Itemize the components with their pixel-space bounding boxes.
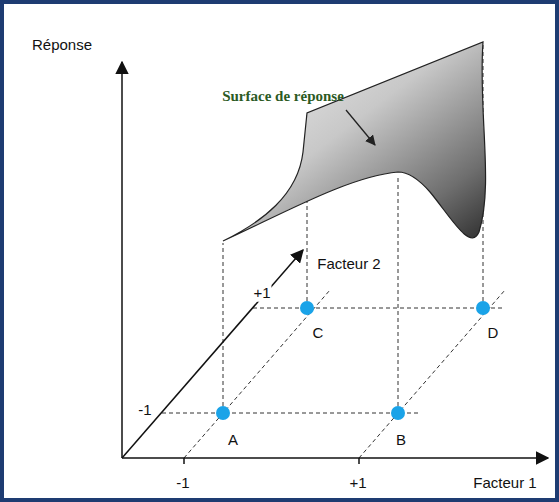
point-label: A: [227, 432, 239, 449]
callout-label: Surface de réponse: [221, 88, 345, 105]
axis-title: Facteur 2: [316, 256, 381, 273]
tick-label: -1: [137, 402, 152, 419]
design-points: [216, 301, 490, 420]
tick-label: +1: [348, 475, 367, 492]
tick-label: +1: [252, 285, 271, 302]
axis-title: Facteur 1: [472, 475, 537, 492]
point-label: D: [487, 325, 500, 342]
callout-arrow: [346, 110, 375, 145]
point-label: C: [312, 325, 325, 342]
response-surface: [223, 42, 486, 241]
axes: [122, 62, 548, 464]
point-label: B: [395, 432, 407, 449]
axis-title: Réponse: [31, 37, 93, 54]
tick-label: -1: [175, 475, 190, 492]
